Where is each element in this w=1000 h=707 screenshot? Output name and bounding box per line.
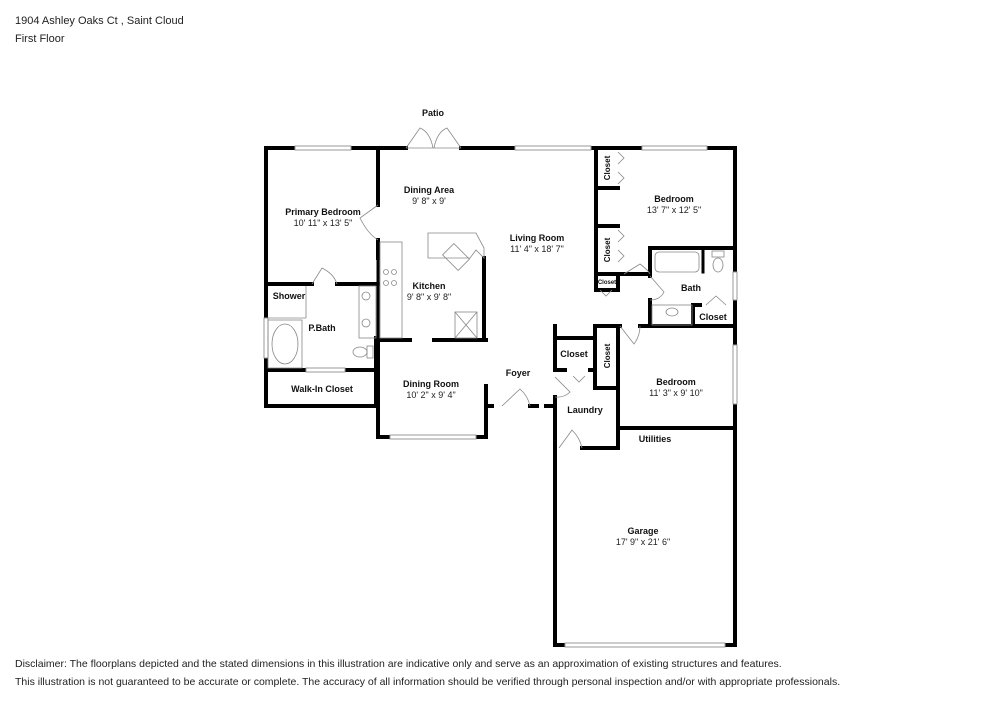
label-shower: Shower [273, 291, 306, 301]
label-utilities: Utilities [639, 434, 672, 444]
dim-bedroom-3: 11' 3" x 9' 10" [649, 388, 703, 398]
property-address: 1904 Ashley Oaks Ct , Saint Cloud [15, 15, 184, 27]
label-closet-e: Closet [603, 343, 612, 368]
label-closet-b: Closet [603, 237, 612, 262]
walls [264, 146, 737, 647]
label-bedroom-2: Bedroom [654, 194, 694, 204]
label-p-bath: P.Bath [308, 323, 335, 333]
fixtures [267, 232, 725, 369]
label-garage: Garage [627, 526, 658, 536]
label-kitchen: Kitchen [412, 281, 445, 291]
room-labels: Patio Primary Bedroom 10' 11" x 13' 5" D… [273, 108, 727, 547]
label-dining-area: Dining Area [404, 185, 455, 195]
dim-primary-bedroom: 10' 11" x 13' 5" [294, 218, 353, 228]
label-bedroom-3: Bedroom [656, 377, 696, 387]
label-patio: Patio [422, 108, 445, 118]
dim-living-room: 11' 4" x 18' 7" [510, 244, 564, 254]
windows [263, 145, 738, 648]
floor-label: First Floor [15, 33, 65, 45]
label-laundry: Laundry [567, 405, 603, 415]
dim-bedroom-2: 13' 7" x 12' 5" [647, 205, 701, 215]
label-bath: Bath [681, 283, 701, 293]
label-closet-a: Closet [603, 155, 612, 180]
dim-kitchen: 9' 8" x 9' 8" [407, 292, 451, 302]
label-walk-in-closet: Walk-In Closet [291, 384, 353, 394]
label-dining-room: Dining Room [403, 379, 459, 389]
label-foyer: Foyer [506, 368, 531, 378]
dim-dining-room: 10' 2" x 9' 4" [406, 390, 455, 400]
doors [311, 127, 727, 449]
dim-garage: 17' 9" x 21' 6" [616, 537, 670, 547]
label-closet-c: Closet [598, 280, 616, 286]
disclaimer-line-2: This illustration is not guaranteed to b… [15, 676, 841, 688]
label-primary-bedroom: Primary Bedroom [285, 207, 361, 217]
label-closet-d: Closet [560, 349, 588, 359]
dim-dining-area: 9' 8" x 9' [412, 196, 446, 206]
disclaimer-line-1: Disclaimer: The floorplans depicted and … [15, 658, 782, 670]
label-bath-closet: Closet [699, 312, 727, 322]
label-living-room: Living Room [510, 233, 565, 243]
